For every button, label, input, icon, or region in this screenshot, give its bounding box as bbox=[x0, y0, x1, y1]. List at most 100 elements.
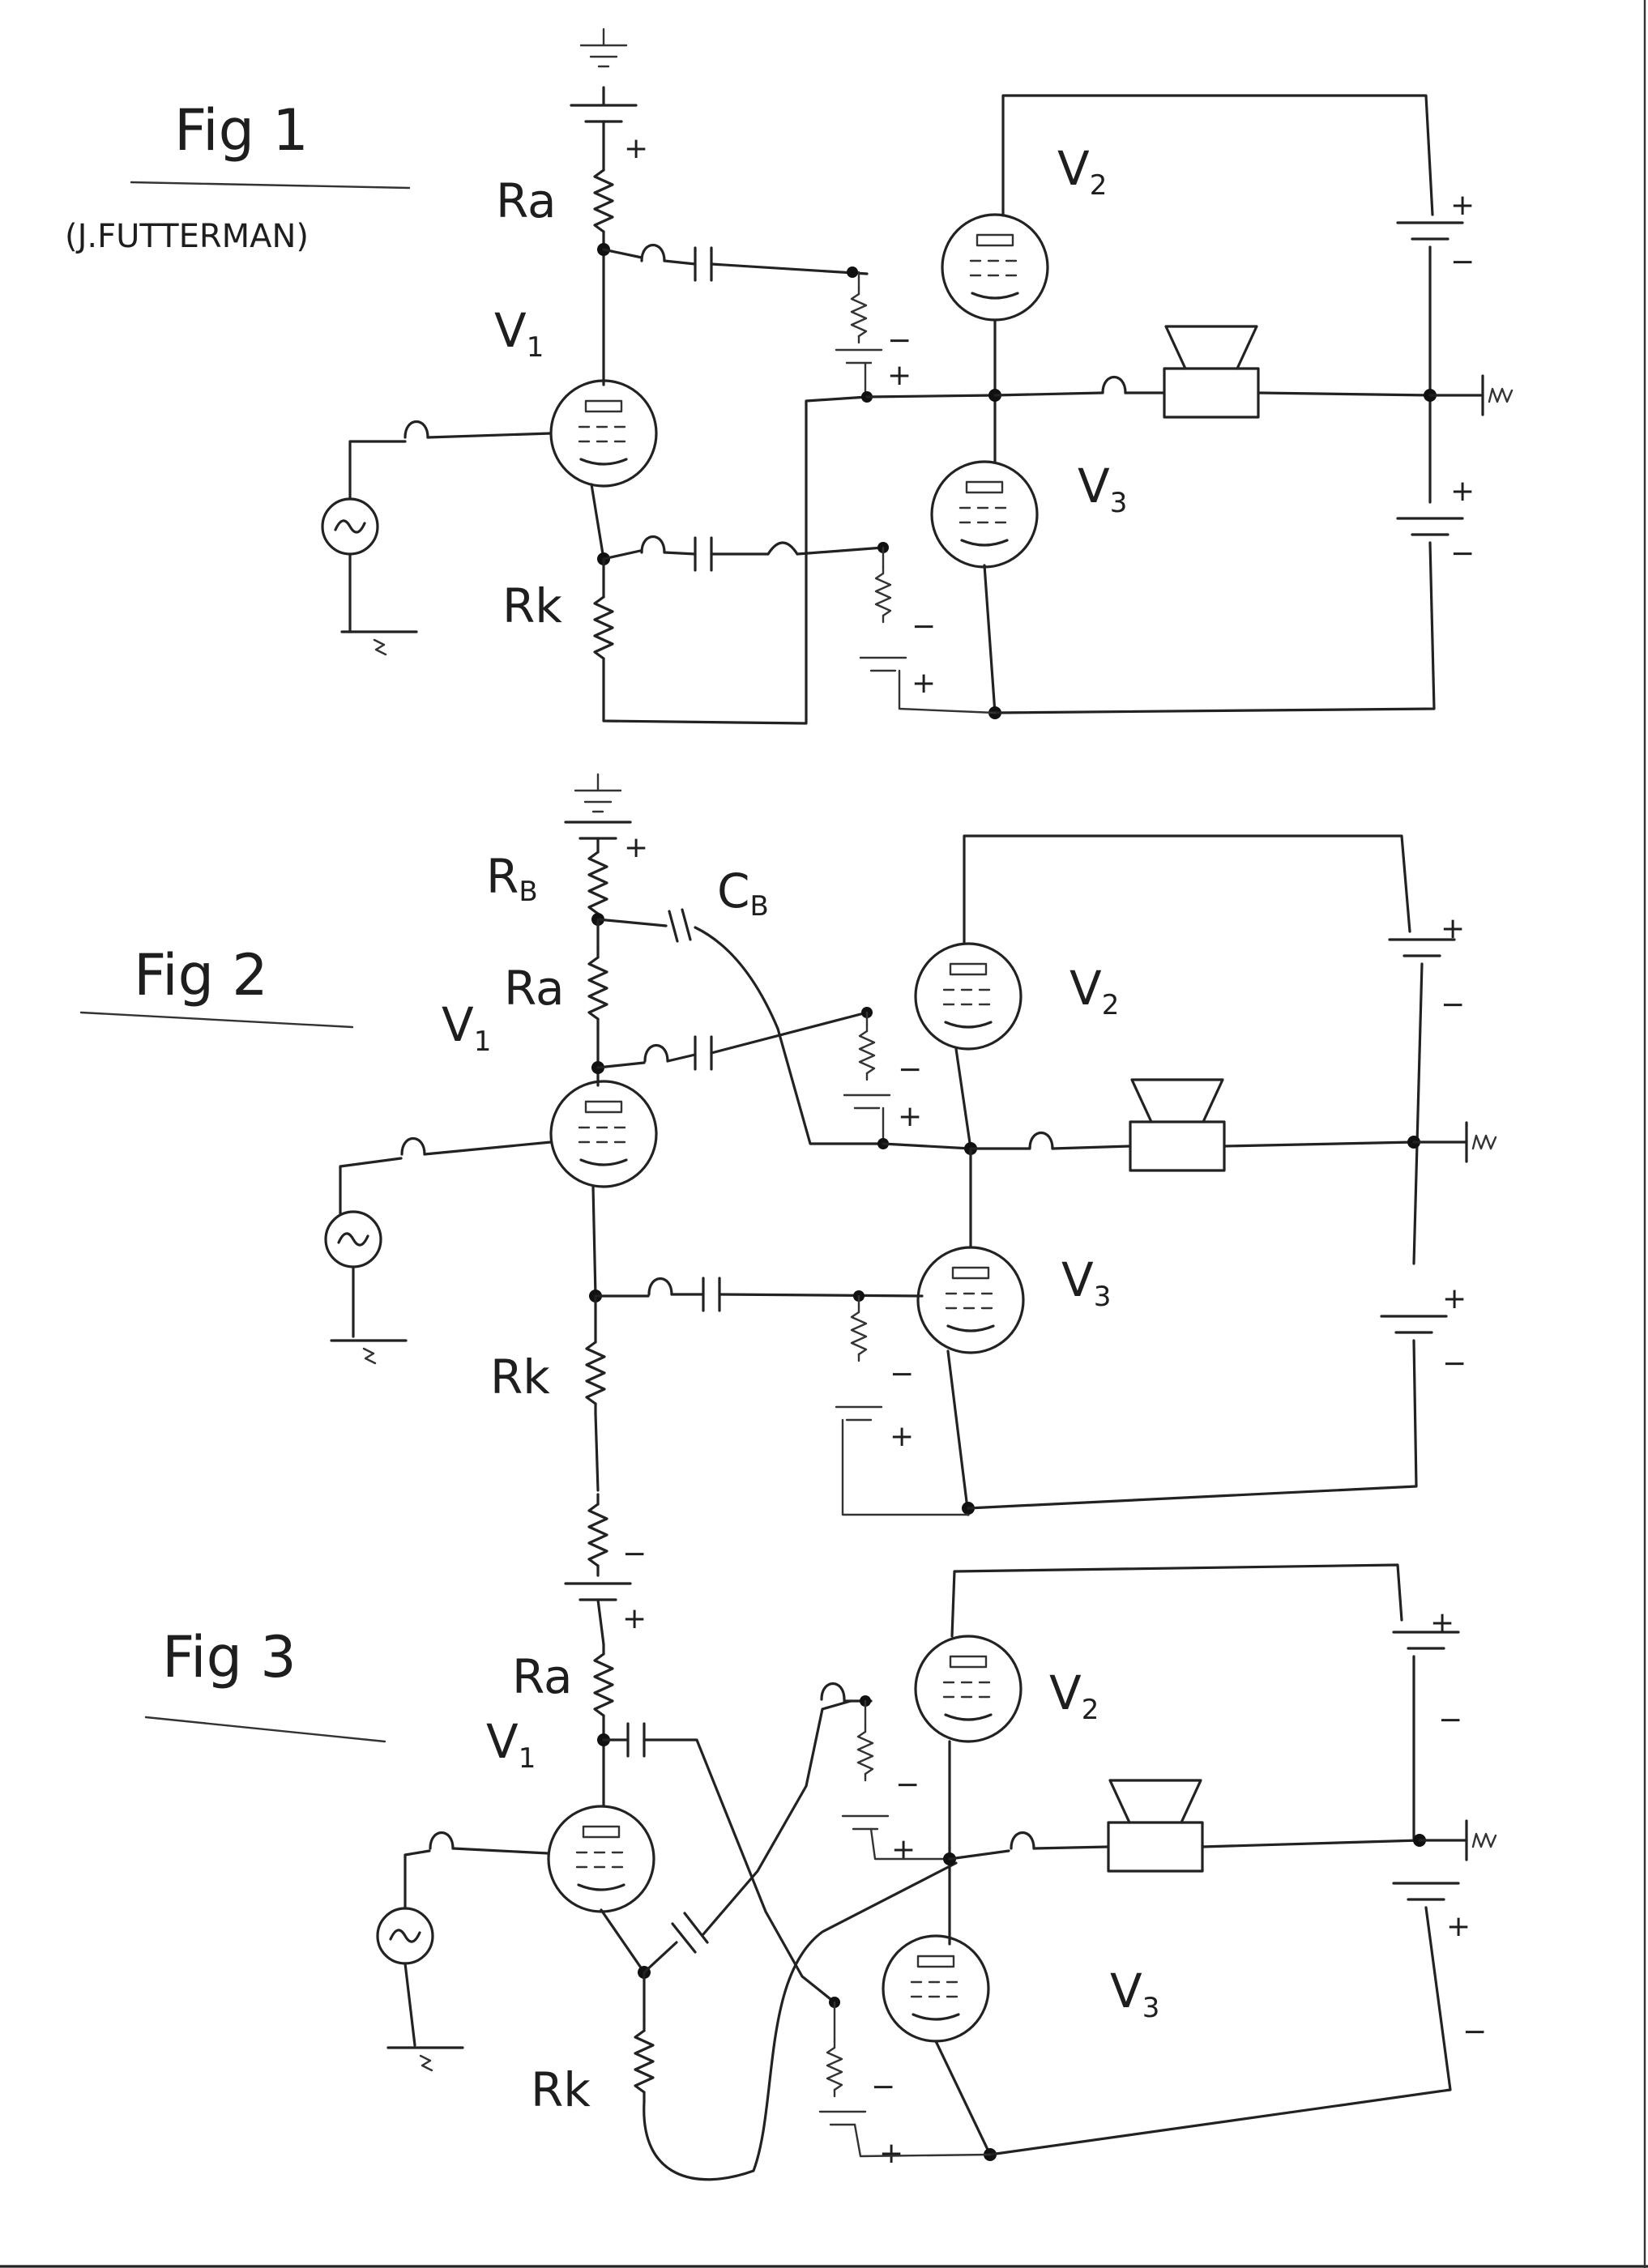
fig3-supply-battery-lower bbox=[1392, 1882, 1460, 1901]
fig1-cap-upper bbox=[694, 246, 713, 282]
svg-text:−: − bbox=[622, 1537, 647, 1571]
svg-text:+: + bbox=[1430, 1606, 1454, 1639]
fig3-tube-v3 bbox=[882, 1934, 990, 2043]
fig1-bias-battery-v2 bbox=[835, 348, 883, 364]
svg-text:+: + bbox=[624, 831, 648, 864]
fig3-grid-resistor-v3 bbox=[826, 2040, 843, 2098]
svg-text:+: + bbox=[879, 2137, 903, 2170]
fig2-resistor-ra bbox=[587, 946, 608, 1030]
fig1-credit: (J.FUTTERMAN) bbox=[65, 218, 309, 255]
fig1-tube-v3 bbox=[930, 460, 1039, 569]
fig2-bias-battery-v2 bbox=[843, 1094, 891, 1110]
figure-1: Fig 1 (J.FUTTERMAN) + Ra V1 Rk bbox=[65, 28, 1514, 725]
svg-text:−: − bbox=[871, 2070, 895, 2104]
fig2-label-v1: V1 bbox=[442, 997, 491, 1058]
fig1-bias-battery-v3 bbox=[859, 656, 907, 672]
fig2-cap-cb bbox=[694, 926, 779, 1030]
fig2-resistor-rk bbox=[585, 1331, 606, 1415]
fig2-supply-battery-lower bbox=[1380, 1315, 1448, 1334]
fig1-label-rk: Rk bbox=[502, 578, 562, 633]
svg-text:−: − bbox=[898, 1053, 922, 1086]
fig2-cap-upper bbox=[694, 1035, 713, 1071]
fig2-speaker bbox=[1129, 1078, 1226, 1172]
fig3-title-underline bbox=[144, 1716, 386, 1743]
fig2-output-terminal bbox=[1465, 1121, 1497, 1163]
svg-text:+: + bbox=[1450, 189, 1475, 222]
svg-text:−: − bbox=[1450, 245, 1475, 279]
fig1-ground bbox=[340, 630, 418, 656]
fig1-grid-resistor-v2 bbox=[850, 286, 868, 344]
svg-text:−: − bbox=[1441, 988, 1465, 1021]
fig3-cap-lower bbox=[702, 1699, 852, 1936]
svg-text:−: − bbox=[1438, 1703, 1462, 1737]
fig3-tube-v2 bbox=[914, 1635, 1023, 1743]
svg-text:+: + bbox=[912, 667, 936, 700]
svg-text:−: − bbox=[1442, 1347, 1467, 1380]
fig2-label-rk: Rk bbox=[490, 1349, 550, 1405]
fig3-label-v3: V3 bbox=[1110, 1963, 1159, 2024]
fig3-supply-battery: − + bbox=[564, 1493, 647, 1635]
svg-text:−: − bbox=[895, 1768, 920, 1801]
svg-text:−: − bbox=[890, 1358, 914, 1391]
fig1-supply-battery: + bbox=[570, 28, 648, 165]
fig1-label-v3: V3 bbox=[1078, 458, 1127, 519]
fig2-tube-v2 bbox=[914, 942, 1023, 1051]
fig3-label-v1: V1 bbox=[486, 1714, 536, 1775]
fig1-speaker bbox=[1163, 325, 1260, 419]
fig1-supply-battery-upper bbox=[1396, 221, 1464, 241]
fig2-tube-v1 bbox=[549, 1080, 658, 1188]
fig1-supply-battery-lower bbox=[1396, 517, 1464, 536]
fig1-resistor-ra bbox=[593, 159, 614, 243]
fig2-grid-resistor-v3 bbox=[850, 1304, 868, 1362]
svg-text:+: + bbox=[1450, 475, 1475, 508]
fig1-tube-v2 bbox=[941, 213, 1049, 322]
fig3-resistor-rk bbox=[634, 2019, 655, 2104]
fig1-output-terminal bbox=[1481, 374, 1514, 416]
svg-text:−: − bbox=[887, 324, 912, 357]
svg-text:+: + bbox=[1441, 912, 1465, 945]
fig2-label-cb: CB bbox=[717, 863, 769, 923]
fig3-label-v2: V2 bbox=[1049, 1665, 1099, 1726]
fig2-bias-battery-v3 bbox=[835, 1405, 883, 1422]
svg-text:−: − bbox=[1450, 537, 1475, 570]
svg-text:+: + bbox=[1446, 1910, 1471, 1943]
fig2-signal-source bbox=[324, 1210, 382, 1268]
fig1-title-underline bbox=[130, 181, 411, 190]
fig3-resistor-ra bbox=[593, 1643, 614, 1727]
fig2-label-v3: V3 bbox=[1061, 1252, 1111, 1313]
fig2-label-ra: Ra bbox=[504, 961, 565, 1016]
svg-text:+: + bbox=[622, 1602, 647, 1635]
svg-text:+: + bbox=[887, 359, 912, 392]
fig2-title-underline bbox=[79, 1011, 354, 1029]
fig3-cap-upper bbox=[626, 1722, 646, 1758]
fig2-cap-lower bbox=[702, 1277, 721, 1312]
fig3-title: Fig 3 bbox=[162, 1624, 297, 1690]
fig1-grid-resistor-v3 bbox=[874, 565, 892, 624]
fig2-title: Fig 2 bbox=[134, 942, 268, 1008]
svg-text:+: + bbox=[890, 1420, 914, 1453]
svg-text:+: + bbox=[891, 1833, 916, 1866]
fig2-grid-resistor-v2 bbox=[858, 1023, 876, 1081]
figure-2: Fig 2 + RB Ra CB V1 bbox=[79, 773, 1497, 1516]
fig1-label-ra: Ra bbox=[496, 173, 557, 228]
svg-text:+: + bbox=[1442, 1282, 1467, 1315]
fig1-input-loop bbox=[403, 420, 429, 439]
fig3-ground bbox=[386, 2046, 464, 2072]
fig2-resistor-rb bbox=[587, 841, 608, 925]
figure-3: Fig 3 − + Ra V1 bbox=[144, 1493, 1497, 2181]
svg-text:−: − bbox=[1462, 2015, 1487, 2048]
fig1-tube-v1 bbox=[549, 379, 658, 488]
fig2-supply-battery: + bbox=[564, 773, 648, 864]
fig3-speaker bbox=[1107, 1779, 1204, 1873]
fig2-label-v2: V2 bbox=[1069, 961, 1119, 1021]
fig3-bias-battery-v2 bbox=[841, 1814, 890, 1831]
fig3-output-terminal bbox=[1465, 1819, 1497, 1861]
fig1-signal-source bbox=[321, 497, 379, 556]
fig3-grid-resistor-v2 bbox=[856, 1724, 874, 1782]
fig1-cap-lower bbox=[694, 536, 713, 572]
fig1-resistor-rk bbox=[593, 586, 614, 670]
svg-text:+: + bbox=[898, 1100, 922, 1133]
fig2-label-rb: RB bbox=[486, 849, 538, 908]
fig3-label-rk: Rk bbox=[531, 2062, 591, 2117]
